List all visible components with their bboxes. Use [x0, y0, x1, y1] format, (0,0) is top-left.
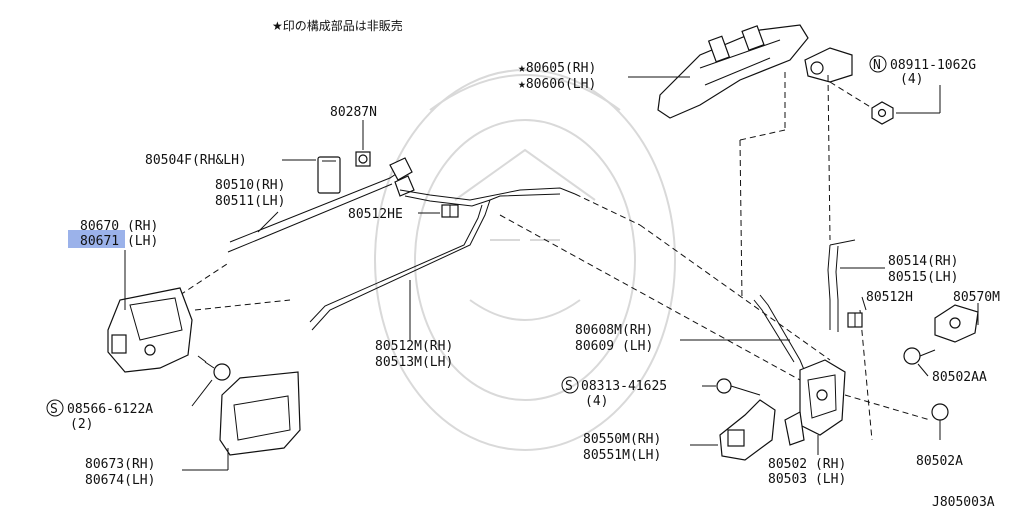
dash-k: [844, 394, 931, 421]
label-80609: 80609 (LH): [575, 339, 653, 354]
key-cylinder-part[interactable]: [804, 47, 853, 83]
leader-80512h: [861, 296, 867, 311]
dash-j: [859, 309, 873, 441]
label-80605: ★80605(RH): [518, 61, 596, 76]
dash-a: [179, 261, 231, 296]
diagram-id: J805003A: [932, 495, 995, 510]
dash-nut: [829, 81, 873, 109]
s-prefix-symbol-08566: S: [46, 399, 64, 417]
clip-80512he-part[interactable]: [441, 204, 459, 218]
label-80673: 80673(RH): [85, 457, 155, 472]
label-80502: 80502 (RH): [768, 457, 846, 472]
label-08566-qty: (2): [70, 417, 93, 432]
dash-c: [574, 193, 641, 226]
leader-80502aa: [917, 363, 929, 377]
dash-d: [499, 214, 801, 381]
rod-80514-top: [829, 239, 856, 246]
label-08566: 08566-6122A: [67, 402, 153, 417]
cable-80608m: [759, 294, 806, 373]
dash-e: [639, 224, 831, 361]
label-08313-qty: (4): [585, 394, 608, 409]
striker-80570m-part[interactable]: [934, 304, 979, 343]
dash-h: [739, 139, 743, 301]
label-80504f: 80504F(RH&LH): [145, 153, 247, 168]
actuator-80550m-part[interactable]: [719, 399, 776, 461]
door-lock-80502-part[interactable]: [784, 359, 846, 446]
n-prefix-symbol: N: [869, 55, 887, 73]
label-80550m: 80550M(RH): [583, 432, 661, 447]
rod-80514-b: [835, 245, 839, 332]
label-80513m: 80513M(LH): [375, 355, 453, 370]
label-08911-qty: (4): [900, 72, 923, 87]
highlight-80671: [68, 230, 125, 248]
label-80511: 80511(LH): [215, 194, 285, 209]
s-prefix-symbol-08313: S: [561, 376, 579, 394]
dash-g: [739, 129, 786, 141]
dash-b: [194, 299, 291, 311]
inside-handle-part[interactable]: [107, 287, 193, 373]
nut-08911-part[interactable]: [871, 101, 894, 125]
label-08911: 08911-1062G: [890, 58, 976, 73]
label-80510: 80510(RH): [215, 178, 285, 193]
cable-80608m-b: [753, 299, 795, 363]
cable-80512m-down-b: [309, 204, 483, 323]
label-80502aa: 80502AA: [932, 370, 987, 385]
label-80515: 80515(LH): [888, 270, 958, 285]
leader-80510: [257, 211, 279, 233]
screw-08566-part[interactable]: [197, 355, 231, 381]
label-80503: 80503 (LH): [768, 472, 846, 487]
pad-80504f-part[interactable]: [317, 156, 341, 194]
watermark-emblem: [374, 69, 676, 451]
cable-80512m-top: [399, 187, 576, 201]
label-80551m: 80551M(LH): [583, 448, 661, 463]
label-80674: 80674(LH): [85, 473, 155, 488]
label-80608m: 80608M(RH): [575, 323, 653, 338]
unsold-parts-note: ★印の構成部品は非販売: [272, 18, 403, 33]
label-80670: 80670 (RH): [80, 219, 158, 234]
label-08313: 08313-41625: [581, 379, 667, 394]
label-80606: ★80606(LH): [518, 77, 596, 92]
label-80502a: 80502A: [916, 454, 963, 469]
outside-handle-part[interactable]: [657, 24, 809, 119]
label-80514: 80514(RH): [888, 254, 958, 269]
cable-80512m-down: [311, 199, 491, 331]
label-80512m: 80512M(RH): [375, 339, 453, 354]
screw-08313-part[interactable]: [716, 378, 761, 396]
svg-text:S: S: [50, 402, 58, 417]
rod-80514: [827, 244, 831, 330]
label-80287n: 80287N: [330, 105, 377, 120]
svg-text:N: N: [873, 58, 881, 73]
dash-i: [827, 74, 831, 241]
label-80512h: 80512H: [866, 290, 913, 305]
leader-08566: [191, 379, 213, 407]
clip-80512h-part[interactable]: [847, 312, 863, 328]
screw-80502a-part[interactable]: [931, 403, 949, 440]
clip-80287n-part[interactable]: [355, 151, 371, 167]
rod-80510-b: [227, 183, 393, 253]
label-80570m: 80570M: [953, 290, 1000, 305]
rod-clip-part[interactable]: [389, 157, 415, 197]
label-80512he: 80512HE: [348, 207, 403, 222]
escutcheon-80673-part[interactable]: [219, 371, 301, 456]
svg-text:S: S: [565, 379, 573, 394]
screw-80502aa-part[interactable]: [903, 347, 936, 365]
cable-80512m-top-b: [404, 193, 561, 207]
label-80671: 80671 (LH): [80, 234, 158, 249]
